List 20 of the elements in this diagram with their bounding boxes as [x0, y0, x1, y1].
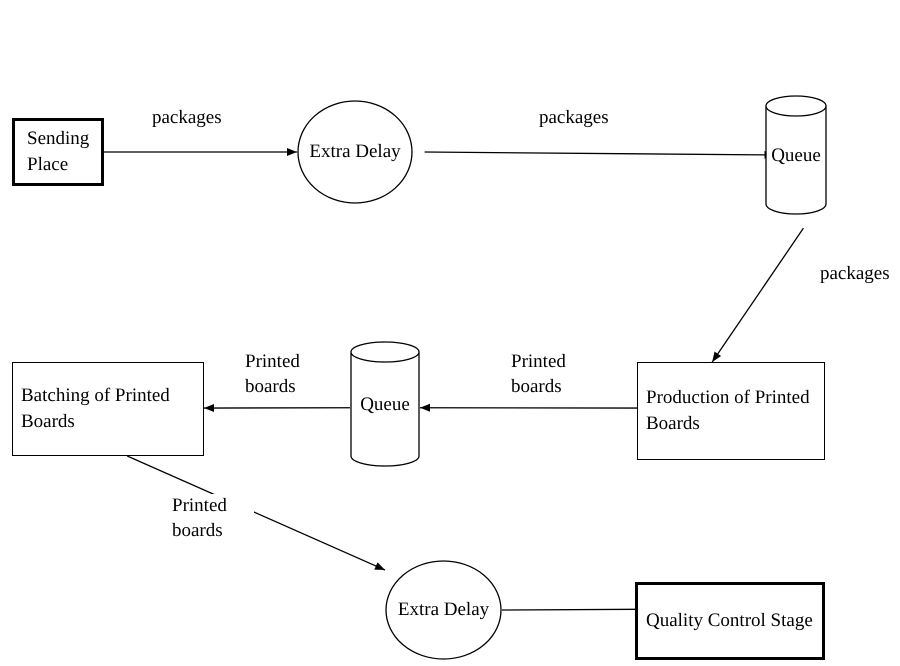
node-label: Sending Place [27, 127, 90, 177]
node-label: Queue [771, 144, 821, 168]
node-label: Quality Control Stage [646, 609, 813, 634]
queue-cylinder [765, 96, 827, 214]
arrow [420, 404, 637, 412]
process-box [12, 362, 204, 456]
terminator-box [635, 582, 825, 660]
node-label: Production of Printed Boards [646, 386, 811, 436]
node-label: Extra Delay [309, 140, 401, 164]
arrow [204, 404, 350, 412]
queue-cylinder [350, 342, 420, 466]
process-box [637, 362, 825, 460]
node-label: Extra Delay [398, 598, 490, 622]
arrow [104, 148, 297, 156]
delay-ellipse [297, 100, 413, 204]
delay-ellipse [385, 560, 502, 660]
arrow [712, 228, 804, 362]
node-label: Queue [360, 393, 410, 418]
node-label: Batching of Printed Boards [21, 384, 171, 434]
terminator-box [12, 118, 104, 186]
